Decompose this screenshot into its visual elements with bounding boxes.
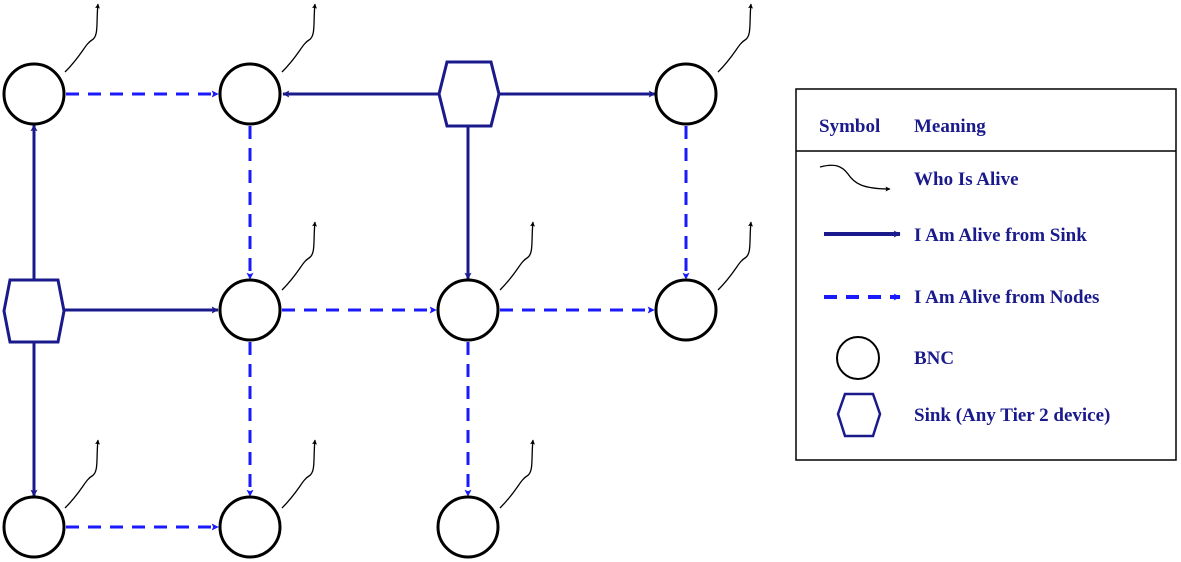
legend-label-bnc: BNC: [914, 348, 954, 369]
who-is-alive-arrow: [281, 3, 317, 73]
sink-nodes: [2, 60, 501, 344]
who-is-alive-arrow: [281, 439, 317, 509]
legend: Symbol Meaning Who Is Alive I Am Alive f…: [795, 88, 1177, 461]
legend-label-sink-device: Sink (Any Tier 2 device): [914, 405, 1110, 426]
who-is-alive-arrow: [499, 439, 535, 509]
who-is-alive-arrow: [499, 221, 535, 291]
bnc-node: [218, 62, 282, 126]
bnc-nodes: [2, 62, 718, 559]
legend-label-sink: I Am Alive from Sink: [914, 225, 1087, 246]
bnc-node: [654, 62, 718, 126]
bnc-node: [218, 495, 282, 559]
sink-node: [2, 278, 66, 344]
legend-sink-icon: [836, 392, 882, 438]
sink-node: [437, 60, 501, 128]
legend-bnc-icon: [836, 336, 880, 380]
legend-header-symbol: Symbol: [819, 116, 880, 137]
legend-who-is-alive-icon: [819, 164, 891, 192]
sink-links: [30, 90, 656, 497]
bnc-node: [2, 495, 66, 559]
who-is-alive-arrow: [281, 221, 317, 291]
who-is-alive-arrow: [717, 221, 753, 291]
who-is-alive-arrow: [64, 3, 100, 73]
bnc-node: [436, 495, 500, 559]
bnc-node: [2, 62, 66, 126]
bnc-node: [654, 278, 718, 342]
legend-header-meaning: Meaning: [914, 116, 986, 137]
legend-label-who-is-alive: Who Is Alive: [914, 169, 1019, 190]
who-is-alive-signals: [64, 3, 753, 509]
who-is-alive-arrow: [64, 439, 100, 509]
bnc-node: [218, 278, 282, 342]
node-links: [66, 90, 690, 531]
bnc-node: [436, 278, 500, 342]
who-is-alive-arrow: [717, 3, 753, 73]
legend-label-nodes: I Am Alive from Nodes: [914, 287, 1099, 308]
